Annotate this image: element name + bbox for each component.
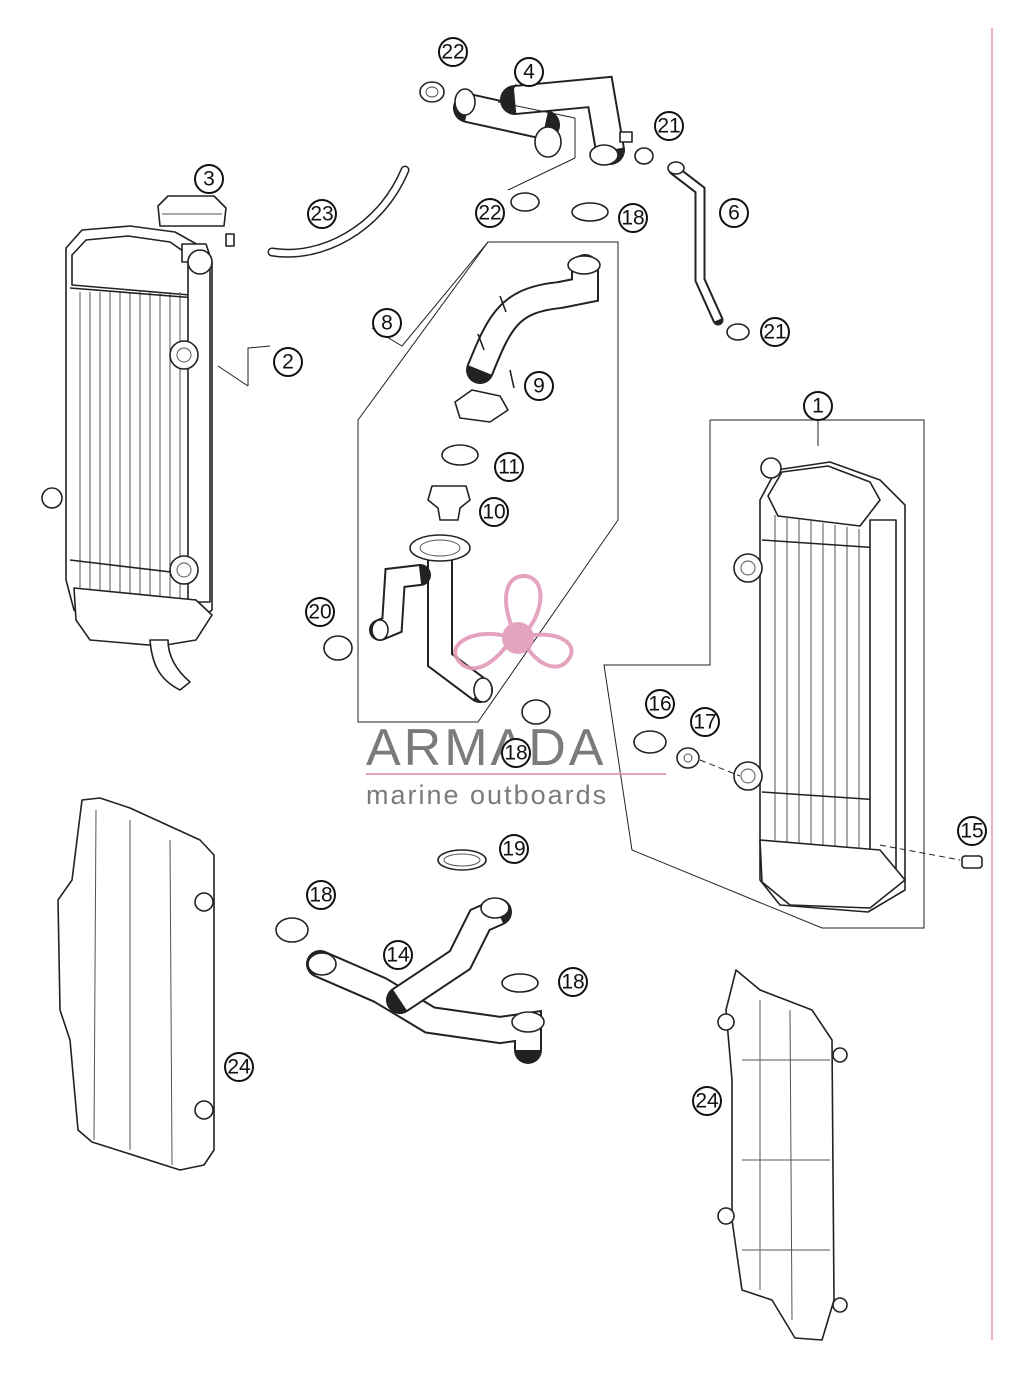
callout-18-right: 18 — [558, 967, 588, 997]
radiator-cap — [157, 195, 235, 247]
thermostat-group-frame — [357, 241, 619, 723]
svg-text:1: 1 — [812, 395, 824, 418]
small-coolant-pipe — [667, 161, 724, 326]
lower-hose — [306, 897, 545, 1064]
propeller-logo — [453, 573, 574, 671]
svg-text:18: 18 — [309, 884, 332, 907]
callout-1: 1 — [803, 391, 833, 421]
svg-text:24: 24 — [695, 1090, 719, 1113]
right-radiator — [733, 457, 906, 913]
hose-clamp-20 — [323, 635, 353, 661]
callout-14: 14 — [383, 940, 413, 970]
callout-24-left: 24 — [224, 1052, 254, 1082]
washer-17 — [676, 747, 741, 777]
svg-text:3: 3 — [203, 168, 215, 191]
callout-18-top: 18 — [618, 203, 648, 233]
hose-clamp-18-mid — [521, 699, 551, 725]
svg-text:24: 24 — [227, 1056, 251, 1079]
hose-clamp-22-top — [419, 81, 445, 103]
svg-text:22: 22 — [478, 202, 501, 225]
callout-18-mid: 18 — [501, 738, 531, 768]
callout-24-right: 24 — [692, 1086, 722, 1116]
svg-text:18: 18 — [504, 742, 527, 765]
watermark-tagline: marine outboards — [366, 780, 608, 810]
svg-text:23: 23 — [310, 203, 333, 226]
callout-17: 17 — [690, 707, 720, 737]
hose-clamp-19 — [437, 849, 487, 871]
svg-text:2: 2 — [282, 351, 294, 374]
grommet-16 — [633, 730, 667, 754]
svg-text:20: 20 — [308, 601, 331, 624]
svg-text:14: 14 — [386, 944, 410, 967]
callout-6: 6 — [719, 198, 749, 228]
svg-text:19: 19 — [502, 838, 525, 861]
radiator-guard-right — [717, 969, 848, 1341]
callout-22-top: 22 — [438, 37, 468, 67]
hose-clamp-21-top — [634, 147, 654, 165]
leader-lines — [217, 83, 819, 446]
callout-9: 9 — [524, 371, 554, 401]
upper-hose-assembly — [453, 75, 633, 166]
svg-text:18: 18 — [561, 971, 584, 994]
svg-text:15: 15 — [960, 820, 983, 843]
callout-19: 19 — [499, 834, 529, 864]
radiator-bolt — [879, 844, 983, 869]
hose-clamp-22-lower — [510, 192, 540, 212]
svg-text:10: 10 — [482, 501, 505, 524]
callout-23: 23 — [307, 199, 337, 229]
radiator-guard-left — [57, 797, 215, 1171]
left-radiator — [41, 225, 213, 691]
svg-text:11: 11 — [498, 456, 520, 479]
svg-text:9: 9 — [533, 375, 545, 398]
watermark-brand: ARMADA — [366, 719, 606, 777]
svg-text:17: 17 — [693, 711, 716, 734]
svg-text:22: 22 — [441, 41, 464, 64]
callout-21-lower: 21 — [760, 317, 790, 347]
callout-11: 11 — [494, 452, 524, 482]
callout-18-left: 18 — [306, 880, 336, 910]
thermostat-housing — [369, 534, 493, 703]
svg-text:8: 8 — [381, 312, 393, 335]
svg-text:4: 4 — [523, 61, 535, 84]
callout-16: 16 — [645, 689, 675, 719]
svg-text:18: 18 — [621, 207, 644, 230]
hose-clamp-18-right — [501, 973, 539, 993]
watermark: ARMADA marine outboards — [366, 573, 666, 810]
callout-8: 8 — [372, 308, 402, 338]
hose-clamp-18-top — [571, 202, 609, 222]
right-radiator-frame — [603, 419, 925, 929]
svg-text:21: 21 — [657, 115, 680, 138]
callout-3: 3 — [194, 164, 224, 194]
callout-22-lower: 22 — [475, 198, 505, 228]
callout-21-top: 21 — [654, 111, 684, 141]
hose-clamp-18-left — [275, 917, 309, 943]
callout-20: 20 — [305, 597, 335, 627]
callout-4: 4 — [514, 57, 544, 87]
callout-10: 10 — [479, 497, 509, 527]
svg-text:21: 21 — [763, 321, 786, 344]
callout-15: 15 — [957, 816, 987, 846]
hose-clamp-21-lower — [726, 323, 750, 341]
callout-2: 2 — [273, 347, 303, 377]
svg-text:16: 16 — [648, 693, 671, 716]
svg-text:6: 6 — [728, 202, 740, 225]
breather-hose — [267, 165, 410, 258]
o-ring — [441, 444, 479, 466]
thermostat — [427, 485, 471, 521]
callouts: 1 2 3 4 6 8 9 10 11 14 15 16 17 18 18 18… — [194, 37, 987, 1116]
thermostat-hose — [454, 254, 601, 423]
